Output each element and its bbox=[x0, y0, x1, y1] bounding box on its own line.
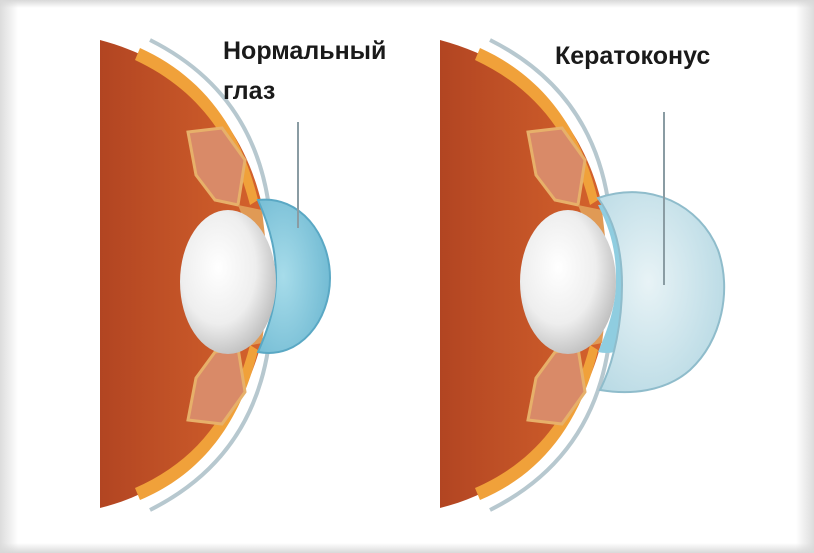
normal-eye-label-line2: глаз bbox=[223, 72, 275, 110]
keratoconus-label: Кератоконус bbox=[555, 37, 710, 75]
normal-eye-lens bbox=[180, 210, 276, 354]
keratoconus-eye bbox=[440, 40, 724, 510]
normal-eye bbox=[100, 40, 330, 510]
keratoconus-eye-lens bbox=[520, 210, 616, 354]
normal-eye-label-line1: Нормальный bbox=[223, 32, 386, 70]
